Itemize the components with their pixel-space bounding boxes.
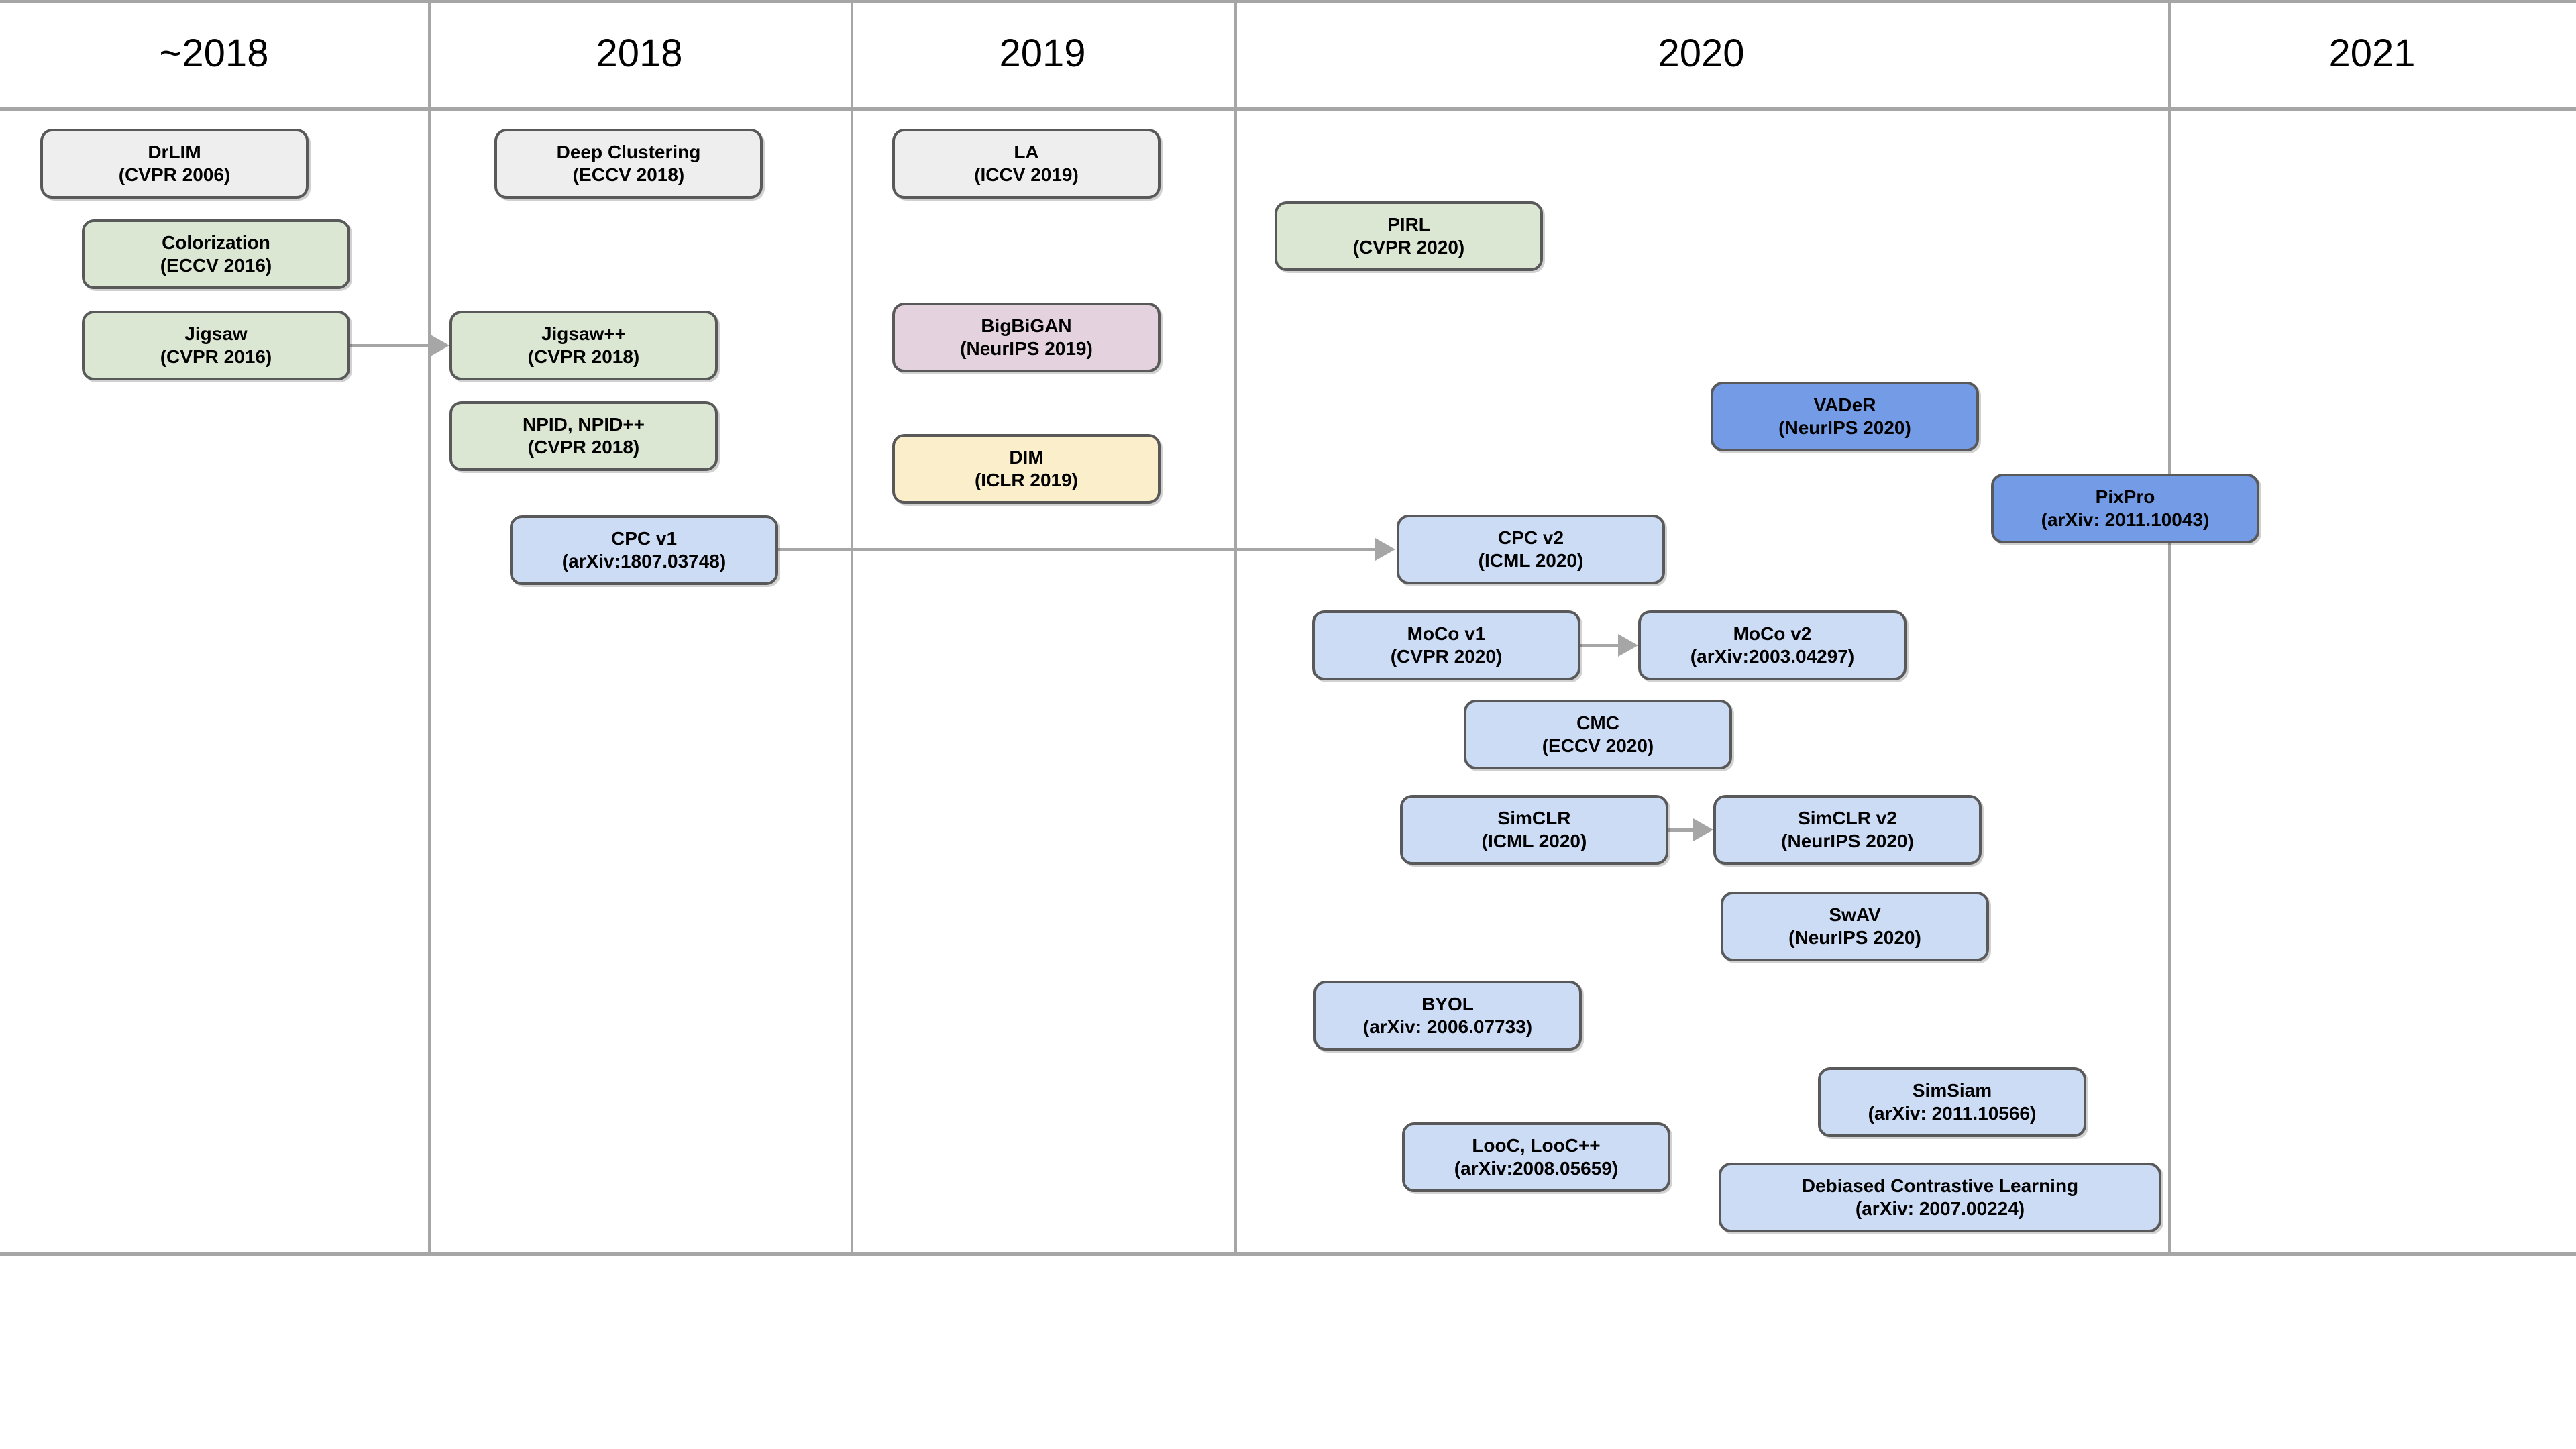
method-venue: (CVPR 2016) — [160, 346, 272, 367]
method-node-debiased[interactable]: Debiased Contrastive Learning(arXiv: 200… — [1719, 1163, 2161, 1232]
method-node-colorization[interactable]: Colorization(ECCV 2016) — [82, 219, 350, 289]
method-venue: (arXiv:2008.05659) — [1454, 1158, 1619, 1179]
arrowhead-cpcv1-to-cpcv2 — [1375, 538, 1395, 561]
method-name: CPC v1 — [610, 527, 678, 549]
method-venue: (NeurIPS 2019) — [960, 338, 1093, 359]
connector-mocov1-to-mocov2 — [1580, 644, 1618, 647]
grid-bottom-border — [0, 1252, 2576, 1256]
method-venue: (CVPR 2006) — [118, 164, 231, 185]
method-venue: (ICLR 2019) — [974, 470, 1079, 490]
method-venue: (ECCV 2016) — [160, 255, 272, 276]
arrowhead-simclr-to-simclrv2 — [1693, 818, 1713, 841]
method-name: VADeR — [1813, 394, 1876, 415]
method-name: CMC — [1576, 712, 1619, 733]
method-node-simclrv2[interactable]: SimCLR v2(NeurIPS 2020) — [1713, 795, 1982, 865]
method-node-simclr[interactable]: SimCLR(ICML 2020) — [1400, 795, 1668, 865]
method-node-dim[interactable]: DIM(ICLR 2019) — [892, 434, 1161, 504]
method-venue: (arXiv:1807.03748) — [561, 551, 727, 572]
method-node-mocov1[interactable]: MoCo v1(CVPR 2020) — [1312, 610, 1580, 680]
grid-top-border — [0, 0, 2576, 3]
method-venue: (ECCV 2018) — [572, 164, 685, 185]
method-node-mocov2[interactable]: MoCo v2(arXiv:2003.04297) — [1638, 610, 1907, 680]
connector-simclr-to-simclrv2 — [1668, 828, 1693, 832]
method-node-npid[interactable]: NPID, NPID++(CVPR 2018) — [449, 401, 718, 471]
method-venue: (ICML 2020) — [1478, 550, 1584, 571]
method-venue: (NeurIPS 2020) — [1781, 830, 1914, 851]
method-name: SimCLR v2 — [1798, 807, 1897, 828]
column-divider-1 — [851, 0, 853, 1252]
method-venue: (ICCV 2019) — [974, 164, 1079, 185]
method-node-jigsawpp[interactable]: Jigsaw++(CVPR 2018) — [449, 311, 718, 380]
method-name: DIM — [1009, 446, 1044, 468]
method-name: Colorization — [162, 231, 270, 253]
arrowhead-mocov1-to-mocov2 — [1618, 634, 1638, 657]
method-venue: (CVPR 2020) — [1352, 237, 1465, 258]
year-header-2019: 2019 — [999, 32, 1086, 75]
method-venue: (CVPR 2018) — [527, 437, 640, 458]
method-name: MoCo v1 — [1407, 623, 1486, 644]
method-name: PIRL — [1387, 213, 1430, 235]
method-name: CPC v2 — [1497, 527, 1564, 548]
method-venue: (NeurIPS 2020) — [1778, 417, 1911, 438]
method-name: SimCLR — [1497, 807, 1571, 828]
method-name: Debiased Contrastive Learning — [1801, 1175, 2079, 1196]
method-node-la[interactable]: LA(ICCV 2019) — [892, 129, 1161, 199]
arrowhead-jigsaw-to-jigsawpp — [429, 334, 449, 357]
legend: RepresentationContrastive (Instance)Cont… — [0, 1256, 2576, 1449]
method-name: BigBiGAN — [981, 315, 1072, 336]
method-name: NPID, NPID++ — [522, 413, 645, 435]
method-node-simsiam[interactable]: SimSiam(arXiv: 2011.10566) — [1818, 1067, 2086, 1137]
method-node-cpcv2[interactable]: CPC v2(ICML 2020) — [1397, 515, 1665, 584]
connector-jigsaw-to-jigsawpp — [350, 344, 429, 347]
method-node-pirl[interactable]: PIRL(CVPR 2020) — [1275, 201, 1543, 271]
column-divider-2 — [1234, 0, 1237, 1252]
method-venue: (NeurIPS 2020) — [1788, 927, 1921, 948]
year-header-2020: 2020 — [1658, 32, 1745, 75]
method-node-looc[interactable]: LooC, LooC++(arXiv:2008.05659) — [1402, 1122, 1670, 1192]
method-venue: (ICML 2020) — [1481, 830, 1587, 851]
method-node-cmc[interactable]: CMC(ECCV 2020) — [1464, 700, 1732, 769]
method-node-pixpro[interactable]: PixPro(arXiv: 2011.10043) — [1991, 474, 2259, 543]
grid-header-divider — [0, 107, 2576, 111]
method-node-cpcv1[interactable]: CPC v1(arXiv:1807.03748) — [510, 515, 778, 585]
method-name: Deep Clustering — [556, 141, 701, 162]
method-name: BYOL — [1421, 993, 1474, 1014]
method-node-vader[interactable]: VADeR(NeurIPS 2020) — [1711, 382, 1979, 451]
method-name: SwAV — [1829, 904, 1881, 925]
method-node-bigbigan[interactable]: BigBiGAN(NeurIPS 2019) — [892, 303, 1161, 372]
method-venue: (CVPR 2020) — [1390, 646, 1503, 667]
method-name: LooC, LooC++ — [1472, 1134, 1601, 1156]
method-venue: (arXiv:2003.04297) — [1690, 646, 1855, 667]
method-node-drlim[interactable]: DrLIM(CVPR 2006) — [40, 129, 309, 199]
method-venue: (arXiv: 2011.10043) — [2041, 509, 2210, 530]
method-name: LA — [1014, 141, 1039, 162]
connector-cpcv1-to-cpcv2 — [778, 548, 1375, 551]
method-venue: (arXiv: 2006.07733) — [1362, 1016, 1533, 1037]
method-name: Jigsaw — [184, 323, 248, 344]
timeline-grid: ~2018 2018 2019 2020 2021 DrLIM(CVPR 2006) Co… — [0, 0, 2576, 1256]
method-node-jigsaw[interactable]: Jigsaw(CVPR 2016) — [82, 311, 350, 380]
year-header-2018: 2018 — [596, 32, 683, 75]
method-node-swav[interactable]: SwAV(NeurIPS 2020) — [1721, 892, 1989, 961]
method-venue: (arXiv: 2011.10566) — [1868, 1103, 2037, 1124]
year-header-approx-2018: ~2018 — [159, 32, 269, 75]
method-name: DrLIM — [148, 141, 201, 162]
method-name: Jigsaw++ — [541, 323, 627, 344]
method-venue: (arXiv: 2007.00224) — [1855, 1198, 2025, 1219]
method-node-byol[interactable]: BYOL(arXiv: 2006.07733) — [1313, 981, 1582, 1051]
column-divider-0 — [428, 0, 431, 1252]
year-header-2021: 2021 — [2328, 32, 2416, 75]
method-venue: (CVPR 2018) — [527, 346, 640, 367]
method-name: SimSiam — [1912, 1079, 1992, 1101]
method-node-deepclust[interactable]: Deep Clustering(ECCV 2018) — [494, 129, 763, 199]
method-name: MoCo v2 — [1733, 623, 1812, 644]
method-venue: (ECCV 2020) — [1542, 735, 1654, 756]
column-divider-3 — [2168, 0, 2171, 1252]
method-name: PixPro — [2095, 486, 2155, 507]
